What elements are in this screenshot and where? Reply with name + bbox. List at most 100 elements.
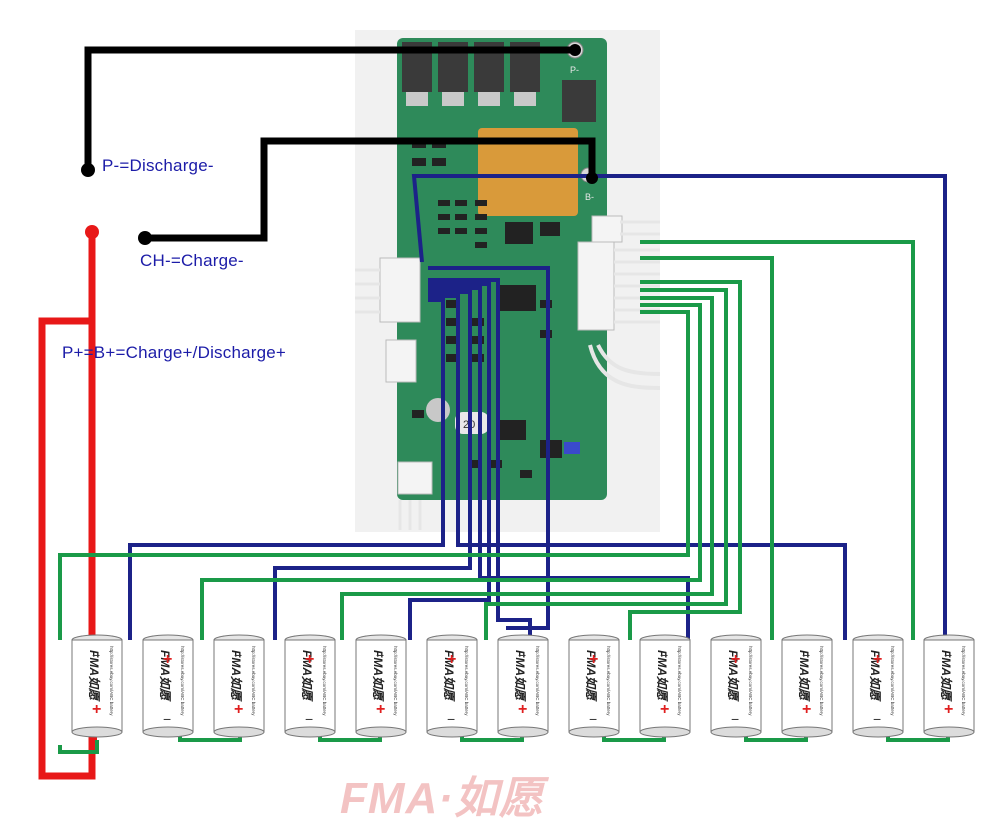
watermark-logo: FMA·如愿 (340, 774, 544, 823)
cell-plus-sign: + (305, 651, 314, 668)
cell-bottom-cap (852, 726, 904, 738)
wire-ch-minus (145, 137, 596, 242)
cell-minus-sign: − (589, 711, 597, 727)
cell-plus-sign: + (163, 651, 172, 668)
cell-plus-sign: + (731, 651, 740, 668)
cell-brand: FMA如愿 (868, 650, 882, 702)
cell-url: http://stores.ebay.com/ABC battery (890, 646, 895, 716)
cell-body (142, 639, 194, 733)
cell-body (923, 639, 975, 733)
cell-url: http://stores.ebay.com/ABC battery (606, 646, 611, 716)
blue-sense-wires (128, 174, 947, 640)
cell-minus-sign: − (92, 647, 100, 663)
cell-body (710, 639, 762, 733)
cell-url: http://stores.ebay.com/ABC battery (961, 646, 966, 716)
cell-brand: FMA如愿 (87, 650, 101, 702)
cell-minus-sign: − (376, 647, 384, 663)
cell-minus-sign: − (305, 711, 313, 727)
battery-cell-icon: FMA如愿 http://stores.ebay.com/ABC battery +… (710, 634, 762, 738)
cell-url: http://stores.ebay.com/ABC battery (748, 646, 753, 716)
cell-body (781, 639, 833, 733)
cell-brand: FMA如愿 (371, 650, 385, 702)
cell-plus-sign: + (944, 701, 953, 718)
battery-cell-icon: FMA如愿 http://stores.ebay.com/ABC battery +… (71, 634, 123, 738)
silk-b-minus: B- (585, 192, 594, 202)
cell-bottom-cap (71, 726, 123, 738)
cell-brand: FMA如愿 (726, 650, 740, 702)
battery-cell-icon: FMA如愿 http://stores.ebay.com/ABC battery +… (639, 634, 691, 738)
ch-minus-terminal-dot-icon (138, 231, 152, 245)
cell-brand: FMA如愿 (513, 650, 527, 702)
cell-brand: FMA如愿 (797, 650, 811, 702)
cell-bottom-cap (639, 726, 691, 738)
battery-cell-icon: FMA如愿 http://stores.ebay.com/ABC battery +… (284, 634, 336, 738)
p-minus-board-dot-icon (569, 44, 581, 56)
battery-cell-icon: FMA如愿 http://stores.ebay.com/ABC battery +… (142, 634, 194, 738)
cell-url: http://stores.ebay.com/ABC battery (677, 646, 682, 716)
cell-bottom-cap (426, 726, 478, 738)
cell-url: http://stores.ebay.com/ABC battery (819, 646, 824, 716)
wires (38, 46, 950, 780)
cell-minus-sign: − (163, 711, 171, 727)
cell-bottom-cap (213, 726, 265, 738)
cell-minus-sign: − (873, 711, 881, 727)
cell-plus-sign: + (873, 651, 882, 668)
cell-brand: FMA如愿 (442, 650, 456, 702)
cell-body (568, 639, 620, 733)
cell-plus-sign: + (802, 701, 811, 718)
cell-body (355, 639, 407, 733)
fuse-block (478, 128, 578, 216)
cell-body (426, 639, 478, 733)
cell-minus-sign: − (518, 647, 526, 663)
cell-brand: FMA如愿 (158, 650, 172, 702)
cell-url: http://stores.ebay.com/ABC battery (464, 646, 469, 716)
battery-cell-icon: FMA如愿 http://stores.ebay.com/ABC battery +… (923, 634, 975, 738)
cell-bottom-cap (142, 726, 194, 738)
cell-bottom-cap (284, 726, 336, 738)
cell-plus-sign: + (376, 701, 385, 718)
cell-body (213, 639, 265, 733)
cell-bottom-cap (781, 726, 833, 738)
cell-bottom-cap (710, 726, 762, 738)
battery-cell-icon: FMA如愿 http://stores.ebay.com/ABC battery +… (426, 634, 478, 738)
battery-cell-icon: FMA如愿 http://stores.ebay.com/ABC battery +… (781, 634, 833, 738)
cell-bottom-cap (923, 726, 975, 738)
cell-minus-sign: − (660, 647, 668, 663)
cell-minus-sign: − (234, 647, 242, 663)
bms-board-photo: P- B- 20 (355, 30, 661, 532)
p-plus-label: P+=B+=Charge+/Discharge+ (62, 343, 287, 362)
cell-brand: FMA如愿 (584, 650, 598, 702)
board-mount-hole-icon (426, 398, 450, 422)
cell-url: http://stores.ebay.com/ABC battery (322, 646, 327, 716)
cell-url: http://stores.ebay.com/ABC battery (393, 646, 398, 716)
cell-plus-sign: + (234, 701, 243, 718)
green-sense-wires (58, 240, 950, 754)
cell-minus-sign: − (731, 711, 739, 727)
battery-cells: FMA如愿 http://stores.ebay.com/ABC battery +… (71, 634, 975, 738)
silk-p-minus: P- (570, 65, 579, 75)
cell-url: http://stores.ebay.com/ABC battery (251, 646, 256, 716)
cell-brand: FMA如愿 (655, 650, 669, 702)
cell-plus-sign: + (589, 651, 598, 668)
cell-brand: FMA如愿 (300, 650, 314, 702)
battery-cell-icon: FMA如愿 http://stores.ebay.com/ABC battery +… (852, 634, 904, 738)
cell-body (284, 639, 336, 733)
cell-minus-sign: − (802, 647, 810, 663)
cell-url: http://stores.ebay.com/ABC battery (180, 646, 185, 716)
cell-bottom-cap (497, 726, 549, 738)
p-minus-terminal-dot-icon (81, 163, 95, 177)
cell-brand: FMA如愿 (939, 650, 953, 702)
cell-plus-sign: + (447, 651, 456, 668)
battery-cell-icon: FMA如愿 http://stores.ebay.com/ABC battery +… (355, 634, 407, 738)
cell-body (71, 639, 123, 733)
cell-plus-sign: + (92, 701, 101, 718)
cell-plus-sign: + (660, 701, 669, 718)
cell-minus-sign: − (944, 647, 952, 663)
battery-cell-icon: FMA如愿 http://stores.ebay.com/ABC battery +… (568, 634, 620, 738)
blue-capacitor (564, 442, 580, 454)
cell-url: http://stores.ebay.com/ABC battery (109, 646, 114, 716)
cell-body (852, 639, 904, 733)
